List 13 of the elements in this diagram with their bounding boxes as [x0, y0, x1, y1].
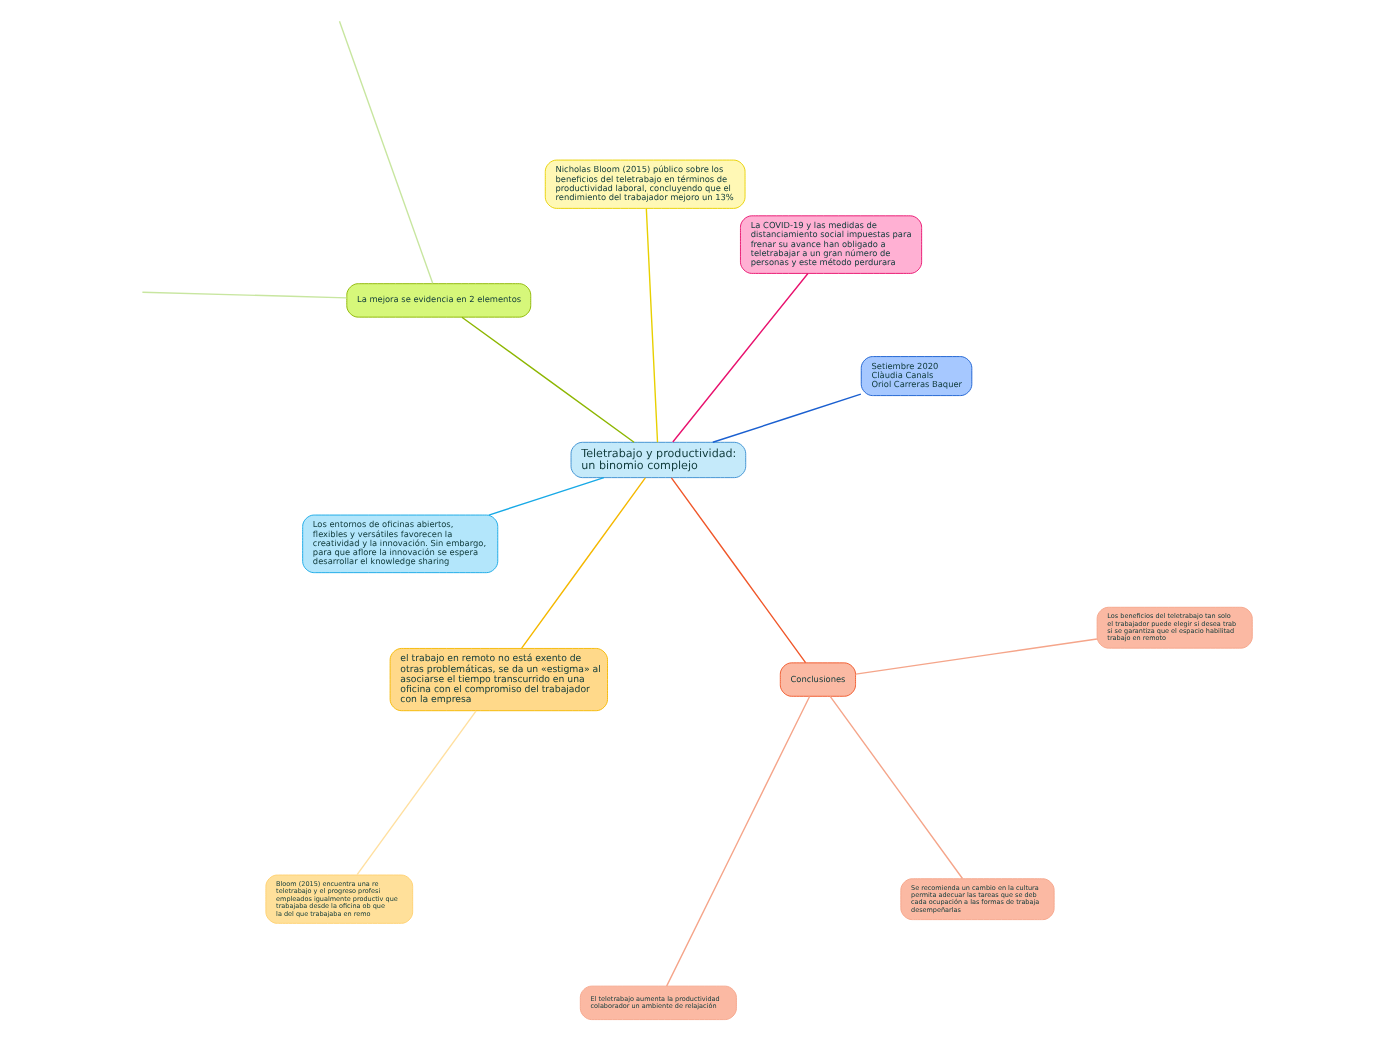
connector [460, 316, 634, 443]
connector [671, 272, 808, 443]
connector [520, 477, 645, 649]
connector [337, 20, 433, 285]
connector [355, 710, 476, 876]
connector [828, 695, 963, 880]
connector [669, 477, 806, 664]
connector [711, 393, 861, 443]
connector [664, 695, 810, 987]
connector [644, 207, 658, 443]
connector [487, 476, 604, 516]
connector [854, 638, 1097, 675]
connector [140, 291, 347, 299]
